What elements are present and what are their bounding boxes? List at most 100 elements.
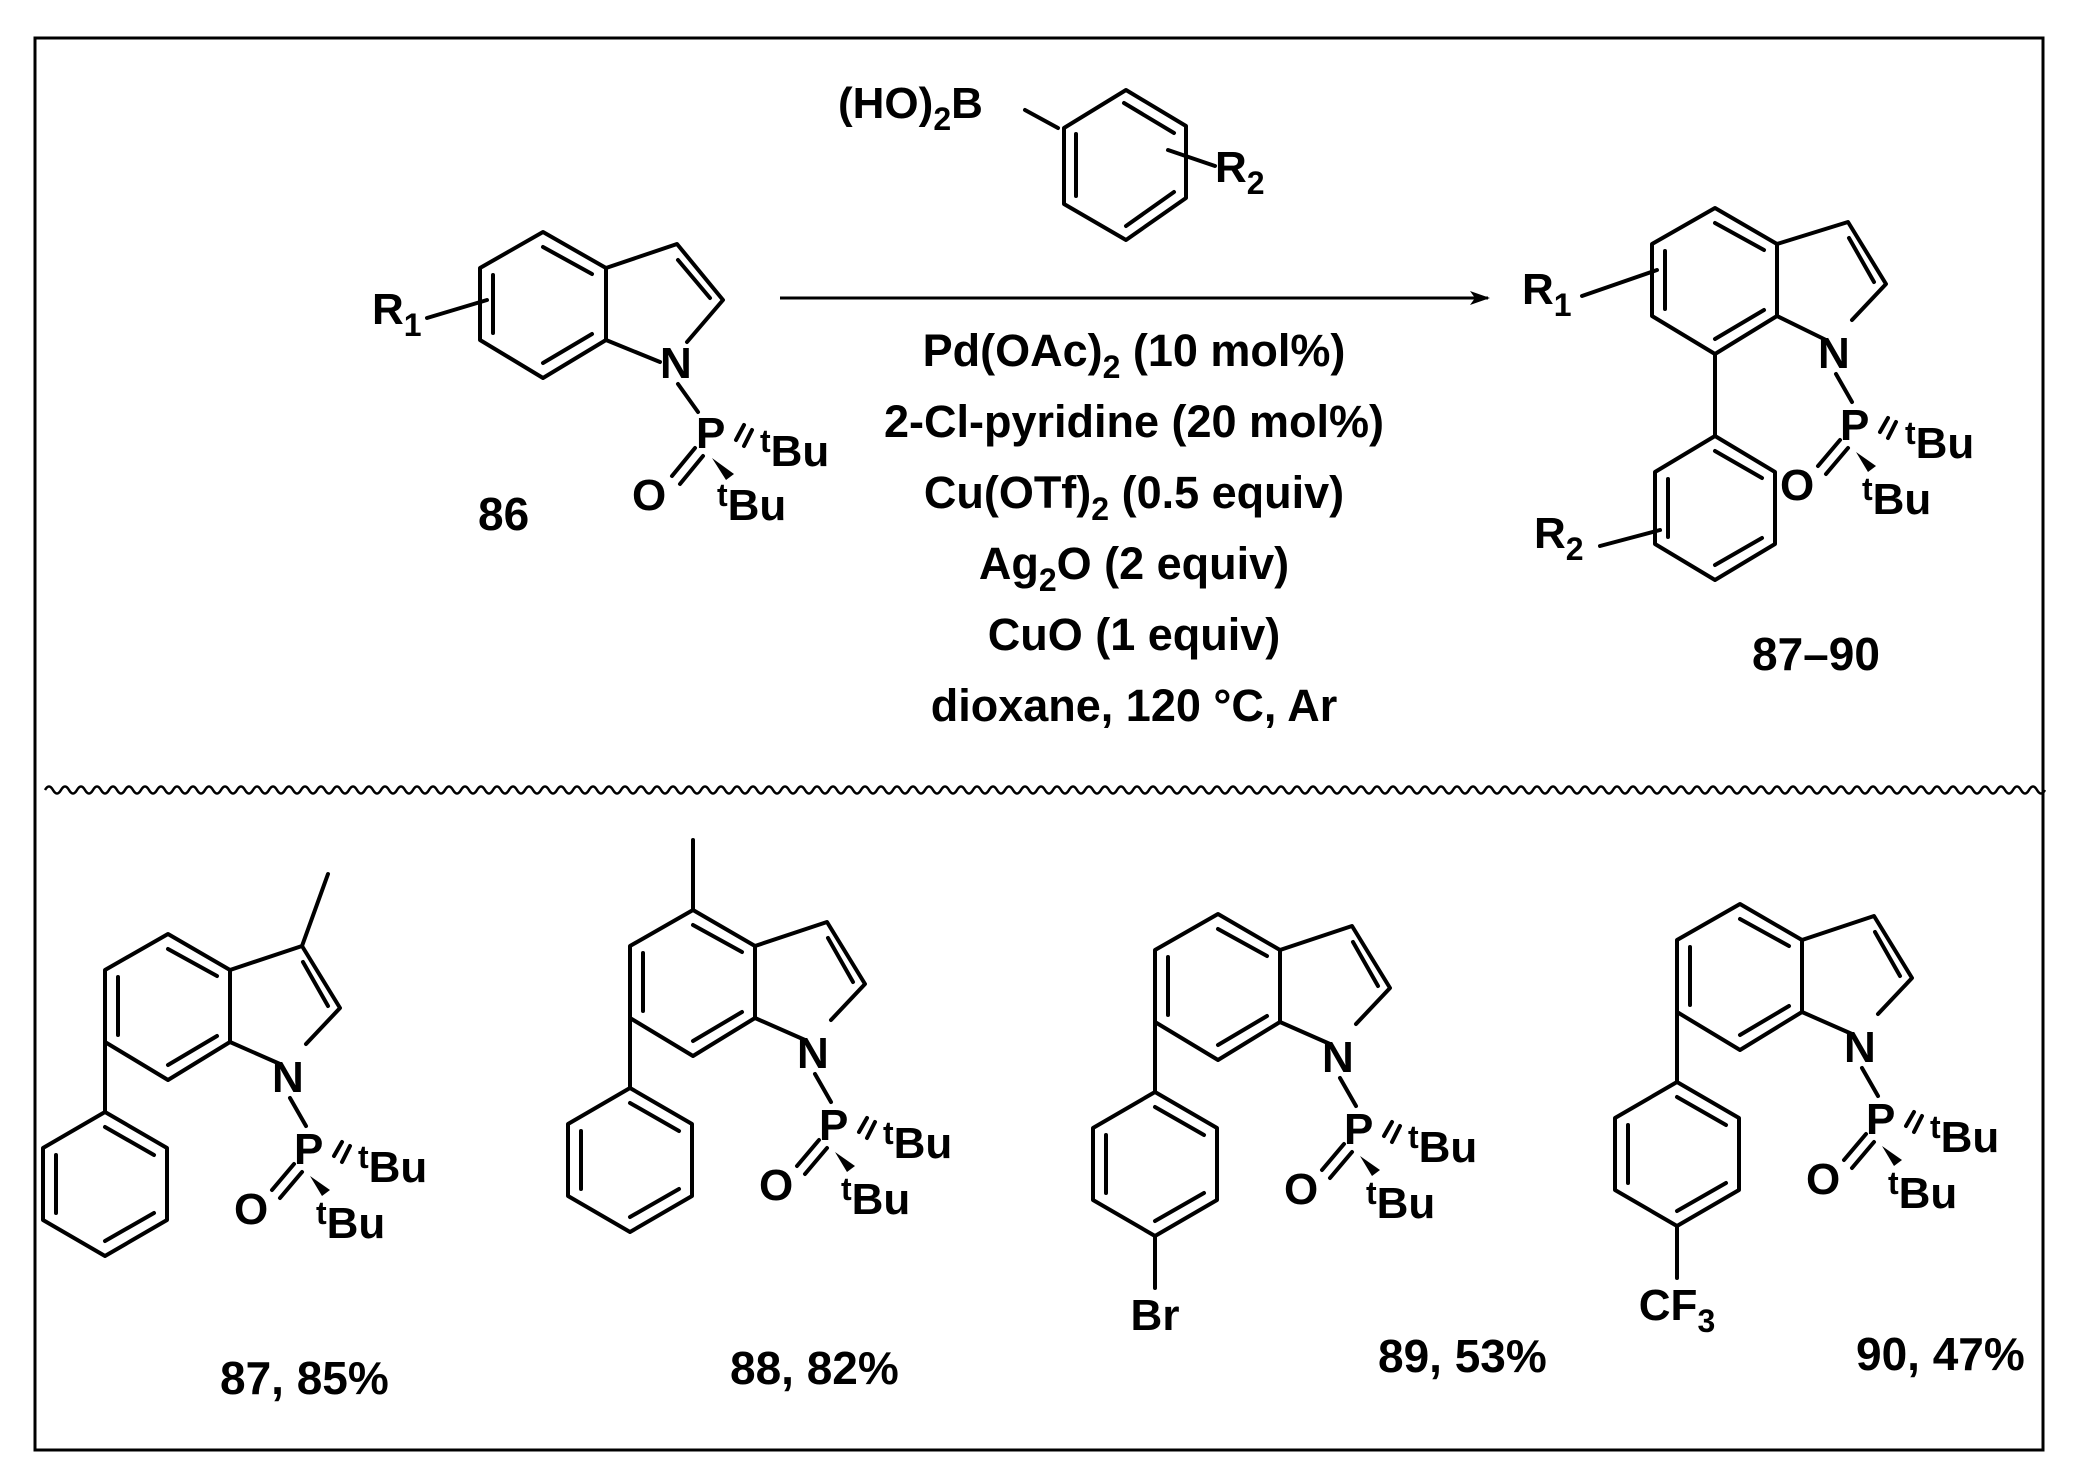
indole-nitrogen: N [1844,1023,1876,1072]
phosphorus: P [696,409,725,458]
wedge-bond [835,1152,855,1172]
para-substituent: CF3 [1639,1281,1715,1339]
condition-line: 2-Cl-pyridine (20 mol%) [884,396,1384,447]
n-p-bond [676,382,700,414]
n-p-bond [288,1096,308,1128]
condition-text: Cu(OTf) [924,467,1091,518]
svg-text:tBu: tBu [1862,471,1931,524]
indole-benzene-ring [103,932,232,1082]
hashed-bond [857,1116,877,1140]
aromatic-double-bond [1104,1105,1206,1223]
condition-text: CuO (1 equiv) [988,609,1281,660]
methyl-bond [300,872,330,948]
tbu-label: Bu [894,1119,953,1168]
hashed-bond [1382,1120,1402,1144]
aromatic-double-bond [1688,917,1791,1037]
compound-label-87-90: 87–90 [1752,628,1880,680]
tbu-group: tBu [883,1115,952,1168]
phosphoryl-oxygen: O [1284,1165,1318,1214]
benzene-ring [1062,88,1188,242]
svg-text:tBu: tBu [1905,415,1974,468]
tbu-label: Bu [327,1199,386,1248]
tbu-superscript: t [1930,1109,1941,1145]
r2-subscript: 2 [1247,165,1265,201]
reaction-conditions: Pd(OAc)2 (10 mol%) 2-Cl-pyridine (20 mol%… [884,325,1384,731]
pyrrole-double-bond [1847,236,1876,284]
aromatic-double-bond [579,1101,681,1219]
compound-label-89: 89, 53% [1378,1330,1547,1382]
tbu-label: Bu [369,1143,428,1192]
hashed-bond [1904,1110,1924,1134]
condition-text: Ag [979,538,1039,589]
indole-benzene-ring [478,230,608,380]
pyrrole-double-bond [1351,940,1380,988]
tbu-group: tBu [358,1139,427,1192]
tbu-superscript: t [841,1171,852,1207]
svg-text:R1: R1 [1522,265,1572,323]
pyrrole-double-bond [1873,930,1902,978]
boronic-prefix: (HO) [838,79,933,128]
tbu-superscript: t [760,423,771,459]
tbu-superscript: t [1888,1165,1899,1201]
n-p-bond [1834,372,1854,404]
condition-line: Cu(OTf)2 (0.5 equiv) [924,467,1344,527]
condition-text: dioxane, 120 °C, Ar [931,680,1337,731]
r2-label: R [1215,143,1247,192]
indole-pyrrole-ring [604,242,725,364]
r2-subscript: 2 [1566,531,1584,567]
wedge-bond [1856,452,1876,472]
tbu-label: Bu [1419,1123,1478,1172]
para-substituent: Br [1131,1291,1180,1340]
aromatic-double-bond [1074,101,1176,228]
boronic-boron: B [951,79,983,128]
aryl-ring [41,1110,169,1258]
n-p-bond [1338,1076,1358,1108]
r1-label: R [1522,265,1554,314]
aromatic-double-bond [1166,927,1269,1047]
phosphorus: P [294,1125,323,1174]
svg-text:R1: R1 [372,285,422,343]
phosphorus: P [819,1101,848,1150]
aromatic-double-bond [54,1125,156,1243]
tbu-superscript: t [1862,471,1873,507]
pyrrole-double-bond [826,936,855,984]
r1-subscript: 1 [404,307,422,343]
condition-text: 2-Cl-pyridine (20 mol%) [884,396,1384,447]
condition-line: Pd(OAc)2 (10 mol%) [923,325,1346,385]
phosphorus: P [1866,1095,1895,1144]
aromatic-double-bond [491,245,594,365]
p-o-double-bond [1816,438,1850,476]
r1-attachment-bond [1580,268,1659,298]
compound-label-88: 88, 82% [730,1342,899,1394]
tbu-label: Bu [728,481,787,530]
aromatic-double-bond [641,923,744,1043]
aryl-ring [566,1086,694,1234]
boronic-acid-reagent: (HO) 2 B R2 [838,79,1265,242]
r1-attachment-bond [425,298,489,320]
condition-subscript: 2 [1039,562,1057,598]
indole-nitrogen: N [1818,329,1850,378]
wedge-bond [1882,1146,1902,1166]
aromatic-double-bond [1626,1095,1728,1213]
aryl-ring [1091,1090,1219,1238]
condition-line: dioxane, 120 °C, Ar [931,680,1337,731]
svg-text:R2: R2 [1215,143,1265,201]
phosphorus: P [1344,1105,1373,1154]
condition-line: CuO (1 equiv) [988,609,1281,660]
pyrrole-double-bond [676,258,712,300]
r1-subscript: 1 [1554,287,1572,323]
r2-attachment-bond [1598,528,1662,548]
general-product: N P O tBu tBu R1 R2 87–90 [1522,206,1974,680]
p-o-double-bond [270,1162,304,1200]
para-substituent-subscript: 3 [1697,1303,1715,1339]
aromatic-double-bond [1663,221,1766,341]
p-o-double-bond [795,1138,829,1176]
tbu-label: Bu [1916,419,1975,468]
condition-text-tail: (10 mol%) [1120,325,1345,376]
condition-line: Ag2O (2 equiv) [979,538,1289,598]
